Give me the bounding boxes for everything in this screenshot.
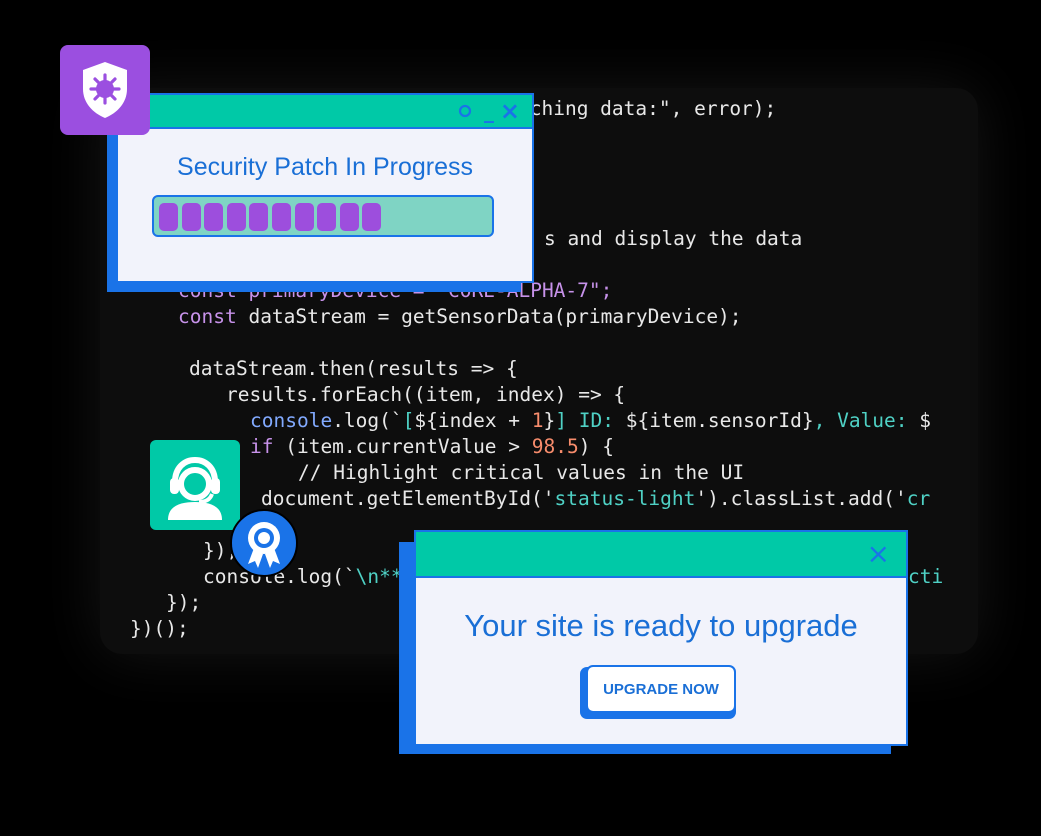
code-line: tching data:", error);: [518, 97, 777, 120]
code-line: console.log(`\n**: [203, 565, 403, 588]
upgrade-now-button[interactable]: UPGRADE NOW: [586, 665, 736, 713]
code-line: console.log(`[${index + 1}] ID: ${item.s…: [250, 409, 932, 432]
progress-segment: [204, 203, 224, 231]
upgrade-window: × Your site is ready to upgrade UPGRADE …: [414, 530, 908, 746]
progress-segment: [159, 203, 178, 231]
headset-support-icon: [168, 456, 222, 520]
code-line: });: [203, 539, 239, 562]
patch-title: Security Patch In Progress: [177, 153, 473, 181]
shield-virus-badge: [60, 45, 150, 135]
close-icon[interactable]: ×: [499, 97, 520, 125]
code-line: dataStream.then(results => {: [189, 357, 518, 380]
code-block: tching data:", error); s and display the…: [100, 88, 978, 654]
progress-segment: [339, 203, 359, 231]
code-line: cti: [908, 565, 944, 588]
progress-segment: [226, 203, 246, 231]
progress-segment: [272, 203, 291, 231]
code-line: results.forEach((item, index) => {: [226, 383, 626, 406]
code-text: dataStream = getSensorData(primaryDevice…: [248, 305, 742, 328]
code-line: document.getElementById('status-light').…: [261, 487, 931, 510]
progress-segment: [181, 203, 201, 231]
progress-segment: [362, 203, 382, 231]
code-line: s and display the data: [544, 227, 803, 250]
code-line: const dataStream = getSensorData(primary…: [178, 305, 742, 328]
award-badge: [229, 508, 299, 578]
upgrade-title: Your site is ready to upgrade: [464, 608, 858, 643]
support-badge: [150, 440, 240, 530]
minimize-icon[interactable]: _: [484, 99, 494, 123]
security-patch-window: _ × Security Patch In Progress: [116, 93, 534, 283]
code-line: // Highlight critical values in the UI: [298, 461, 745, 484]
close-icon[interactable]: ×: [866, 537, 890, 570]
award-ribbon-icon: [230, 509, 298, 577]
progress-segment: [249, 203, 269, 231]
progress-segment: [317, 203, 337, 231]
code-line: if (item.currentValue > 98.5) {: [250, 435, 614, 458]
shield-virus-icon: [83, 62, 127, 118]
progress-segment: [294, 203, 314, 231]
code-line: });: [166, 591, 202, 614]
code-line: })();: [130, 617, 189, 640]
restore-icon[interactable]: [458, 95, 472, 127]
upgrade-window-title-bar[interactable]: ×: [416, 532, 906, 578]
patch-progress-bar: [152, 195, 494, 237]
patch-window-title-bar[interactable]: _ ×: [118, 95, 532, 129]
